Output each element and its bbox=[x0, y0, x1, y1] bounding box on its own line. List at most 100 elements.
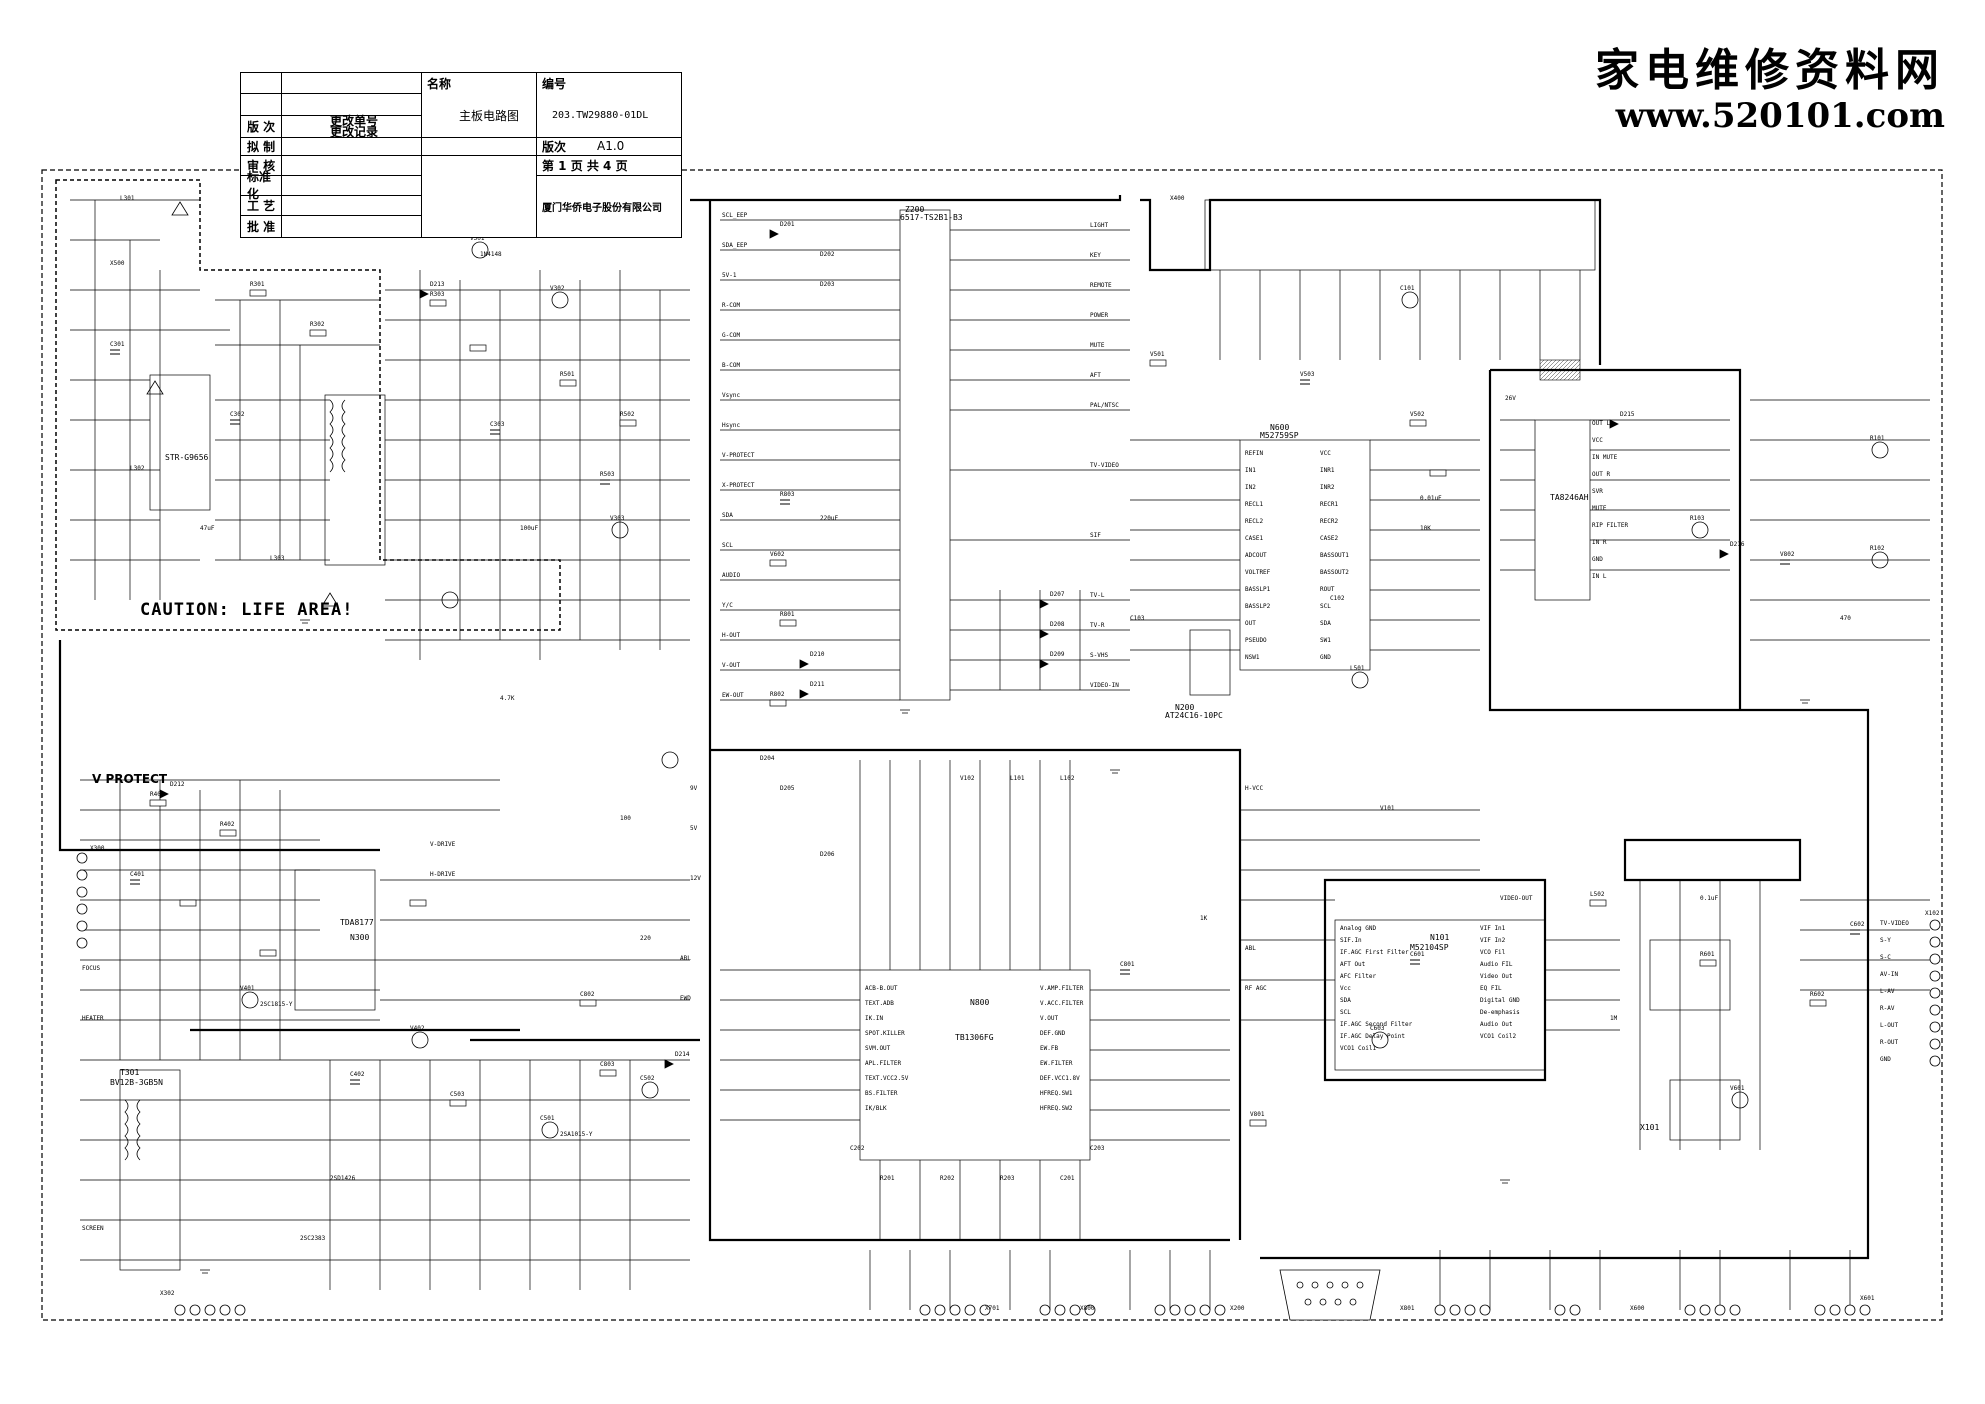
svg-text:C803: C803 bbox=[600, 1061, 615, 1068]
svg-text:DEF.VCC1.8V: DEF.VCC1.8V bbox=[1040, 1075, 1080, 1082]
svg-text:FOCUS: FOCUS bbox=[82, 965, 100, 972]
svg-text:Vsync: Vsync bbox=[722, 392, 740, 399]
svg-text:R803: R803 bbox=[780, 491, 795, 498]
svg-text:470: 470 bbox=[1840, 615, 1851, 622]
svg-text:R201: R201 bbox=[880, 1175, 895, 1182]
svg-text:C202: C202 bbox=[850, 1145, 865, 1152]
svg-text:100: 100 bbox=[620, 815, 631, 822]
svg-text:S-C: S-C bbox=[1880, 954, 1891, 961]
svg-text:KEY: KEY bbox=[1090, 252, 1101, 259]
svg-text:Audio Out: Audio Out bbox=[1480, 1021, 1513, 1028]
svg-text:De-emphasis: De-emphasis bbox=[1480, 1009, 1520, 1016]
svg-text:EW-OUT: EW-OUT bbox=[722, 692, 744, 699]
svg-text:10K: 10K bbox=[1420, 525, 1431, 532]
svg-text:ABL: ABL bbox=[1245, 945, 1256, 952]
crystal-symbol bbox=[1539, 359, 1581, 381]
svg-text:47uF: 47uF bbox=[200, 525, 215, 532]
svg-text:SW1: SW1 bbox=[1320, 637, 1331, 644]
svg-text:SCL_EEP: SCL_EEP bbox=[722, 212, 748, 219]
x101-label: X101 bbox=[1640, 1123, 1659, 1132]
svg-text:V.OUT: V.OUT bbox=[1040, 1015, 1058, 1022]
n600-part: M52759SP bbox=[1260, 431, 1299, 440]
svg-text:HFREQ.SW2: HFREQ.SW2 bbox=[1040, 1105, 1073, 1112]
svg-text:IF.AGC Second Filter: IF.AGC Second Filter bbox=[1340, 1021, 1413, 1028]
svg-text:1K: 1K bbox=[1200, 915, 1208, 922]
change-no: 更改单号 bbox=[329, 114, 378, 128]
svg-text:CASE1: CASE1 bbox=[1245, 535, 1263, 542]
svg-text:Y/C: Y/C bbox=[722, 602, 733, 609]
svg-text:BS.FILTER: BS.FILTER bbox=[865, 1090, 898, 1097]
x302-label: X302 bbox=[160, 1290, 175, 1297]
svg-text:D202: D202 bbox=[820, 251, 835, 258]
svg-text:VCO1 Coil1: VCO1 Coil1 bbox=[1340, 1045, 1377, 1052]
svg-text:R401: R401 bbox=[150, 791, 165, 798]
svg-text:IK/BLK: IK/BLK bbox=[865, 1105, 887, 1112]
svg-text:Video Out: Video Out bbox=[1480, 973, 1513, 980]
svg-text:R102: R102 bbox=[1870, 545, 1885, 552]
svg-text:TV-L: TV-L bbox=[1090, 592, 1105, 599]
svg-text:R301: R301 bbox=[250, 281, 265, 288]
svg-text:R303: R303 bbox=[430, 291, 445, 298]
svg-text:L-OUT: L-OUT bbox=[1880, 1022, 1898, 1029]
standard-label: 标准化 bbox=[247, 170, 272, 201]
svg-text:D201: D201 bbox=[780, 221, 795, 228]
svg-text:TEXT.VCC2.5V: TEXT.VCC2.5V bbox=[865, 1075, 909, 1082]
svg-text:SIF: SIF bbox=[1090, 532, 1101, 539]
svg-text:V102: V102 bbox=[960, 775, 975, 782]
svg-text:BASSOUT1: BASSOUT1 bbox=[1320, 552, 1349, 559]
svg-text:SCL: SCL bbox=[722, 542, 733, 549]
svg-text:C602: C602 bbox=[1850, 921, 1865, 928]
svg-text:9V: 9V bbox=[690, 785, 698, 792]
x500-label: X500 bbox=[110, 260, 125, 267]
n101-pins: Analog GND SIF.In IF.AGC First Filter AF… bbox=[1340, 925, 1520, 1052]
svg-text:D203: D203 bbox=[820, 281, 835, 288]
svg-text:R503: R503 bbox=[600, 471, 615, 478]
svg-text:V502: V502 bbox=[1410, 411, 1425, 418]
svg-text:BASSLP1: BASSLP1 bbox=[1245, 586, 1271, 593]
x701-label: X701 bbox=[985, 1305, 1000, 1312]
n800-pins-right: V.AMP.FILTER V.ACC.FILTER V.OUT DEF.GND … bbox=[1040, 985, 1084, 1112]
x600-label: X600 bbox=[1630, 1305, 1645, 1312]
svg-text:5V: 5V bbox=[690, 825, 698, 832]
svg-text:HFREQ.SW1: HFREQ.SW1 bbox=[1040, 1090, 1073, 1097]
svg-text:DEF.GND: DEF.GND bbox=[1040, 1030, 1066, 1037]
svg-text:RIP FILTER: RIP FILTER bbox=[1592, 522, 1629, 529]
svg-text:X-PROTECT: X-PROTECT bbox=[722, 482, 755, 489]
svg-text:PSEUDO: PSEUDO bbox=[1245, 637, 1267, 644]
svg-text:ACB-B.OUT: ACB-B.OUT bbox=[865, 985, 898, 992]
svg-text:L303: L303 bbox=[270, 555, 285, 562]
svg-text:C801: C801 bbox=[1120, 961, 1135, 968]
n300-label: N300 bbox=[350, 933, 369, 942]
drawing-code: 203.TW29880-01DL bbox=[552, 109, 649, 121]
sheet-border bbox=[41, 169, 1943, 1321]
x300-label: X300 bbox=[90, 845, 105, 852]
watermark-title: 家电维修资料网 bbox=[1595, 45, 1945, 96]
x300-pins bbox=[76, 852, 88, 949]
n800-pins-left: ACB-B.OUT TEXT.ADB IK.IN SPOT.KILLER SVM… bbox=[865, 985, 909, 1112]
svg-text:PAL/NTSC: PAL/NTSC bbox=[1090, 402, 1119, 409]
svg-text:R502: R502 bbox=[620, 411, 635, 418]
life-area-boundary bbox=[55, 179, 561, 631]
svg-text:REFIN: REFIN bbox=[1245, 450, 1263, 457]
svg-text:V-PROTECT: V-PROTECT bbox=[722, 452, 755, 459]
svg-text:R602: R602 bbox=[1810, 991, 1825, 998]
n101-label: N101 bbox=[1430, 933, 1449, 942]
drawing-name: 主板电路图 bbox=[458, 108, 519, 123]
svg-text:L502: L502 bbox=[1590, 891, 1605, 898]
svg-text:C102: C102 bbox=[1330, 595, 1345, 602]
component-labels: R301 R302 R303 C301 C302 C303 V301 V302 … bbox=[110, 195, 1885, 1242]
svg-text:IN1: IN1 bbox=[1245, 467, 1256, 474]
svg-text:GND: GND bbox=[1592, 556, 1603, 563]
code-label: 编号 bbox=[542, 76, 567, 91]
svg-text:C302: C302 bbox=[230, 411, 245, 418]
svg-text:INR1: INR1 bbox=[1320, 467, 1335, 474]
x400-label: X400 bbox=[1170, 195, 1185, 202]
company-name: 厦门华侨电子股份有限公司 bbox=[542, 202, 662, 214]
svg-text:GND: GND bbox=[1880, 1056, 1891, 1063]
svg-text:C402: C402 bbox=[350, 1071, 365, 1078]
x102-pins bbox=[1929, 919, 1941, 1067]
svg-text:MUTE: MUTE bbox=[1090, 342, 1105, 349]
z200-part: 6517-TS2B1-B3 bbox=[900, 213, 963, 222]
version-value: A1.0 bbox=[597, 139, 625, 153]
